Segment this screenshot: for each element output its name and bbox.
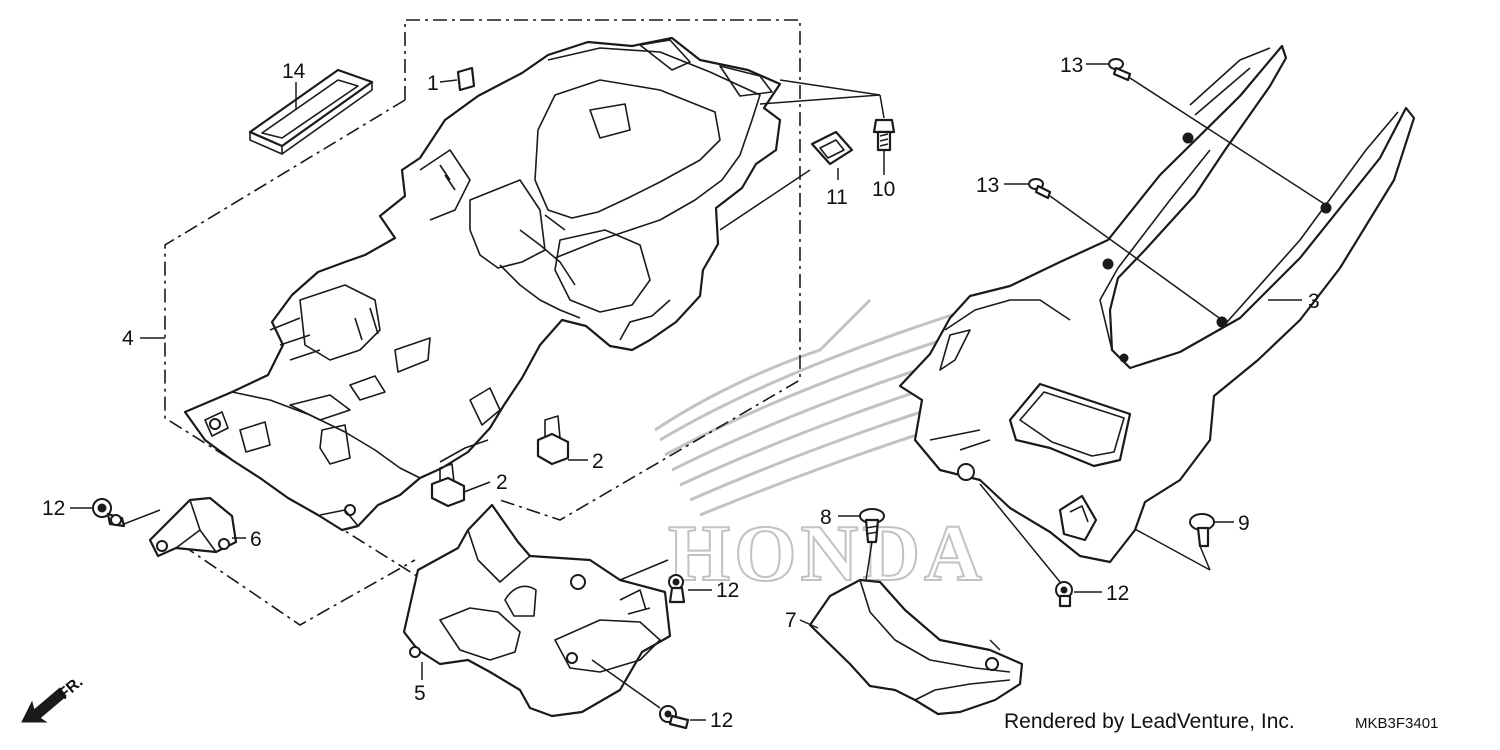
callout-3: 3 [1308,290,1320,313]
bolt-part-10[interactable] [872,118,896,152]
screw-part-13-lower[interactable] [1028,178,1052,200]
rubber-band-part-14[interactable] [248,68,374,155]
stay-bracket-part-6[interactable] [148,496,238,558]
callout-14: 14 [282,60,306,83]
clip-part-1[interactable] [456,66,476,92]
assembly-frame-lines [159,19,801,626]
callout-9: 9 [1238,512,1250,535]
render-credit: Rendered by LeadVenture, Inc. [1004,710,1295,733]
callout-5: 5 [414,682,426,705]
callout-11: 11 [826,186,848,209]
lower-mudguard-part-7[interactable] [808,578,1024,716]
callout-2-upper: 2 [592,450,604,473]
callout-4: 4 [122,327,134,350]
lower-fender-cover-part-5[interactable] [402,503,672,718]
callout-12-right: 12 [1106,582,1129,605]
callout-2-lower: 2 [496,471,508,494]
callout-8: 8 [820,506,832,529]
front-direction-arrow: FR. [21,673,86,723]
callout-12-bottom: 12 [710,709,733,732]
bolt-part-12-middle[interactable] [668,574,686,604]
screw-part-13-upper[interactable] [1108,58,1132,82]
rear-fender-part-3[interactable] [898,44,1416,564]
bolt-washer-part-12-left[interactable] [92,498,126,528]
callout-12-left: 12 [42,497,65,520]
callout-13-upper: 13 [1060,54,1083,77]
bolt-part-12-right[interactable] [1055,581,1073,608]
bolt-part-12-bottom[interactable] [659,705,690,730]
nut-part-2-lower[interactable] [430,463,466,508]
callout-6: 6 [250,528,262,551]
screw-part-8[interactable] [859,508,885,544]
clip-nut-part-11[interactable] [810,130,854,166]
honda-wing-watermark: HONDA [654,298,1001,599]
callout-12-middle: 12 [716,579,739,602]
nut-part-2-upper[interactable] [536,415,570,466]
callout-7: 7 [785,609,797,632]
push-rivet-part-9[interactable] [1189,513,1215,548]
diagram-code: MKB3F3401 [1355,715,1439,732]
callout-13-lower: 13 [976,174,999,197]
rear-inner-fender[interactable] [183,36,782,532]
watermark-text: HONDA [668,510,986,598]
callout-1: 1 [427,72,439,95]
callout-10: 10 [872,178,895,201]
